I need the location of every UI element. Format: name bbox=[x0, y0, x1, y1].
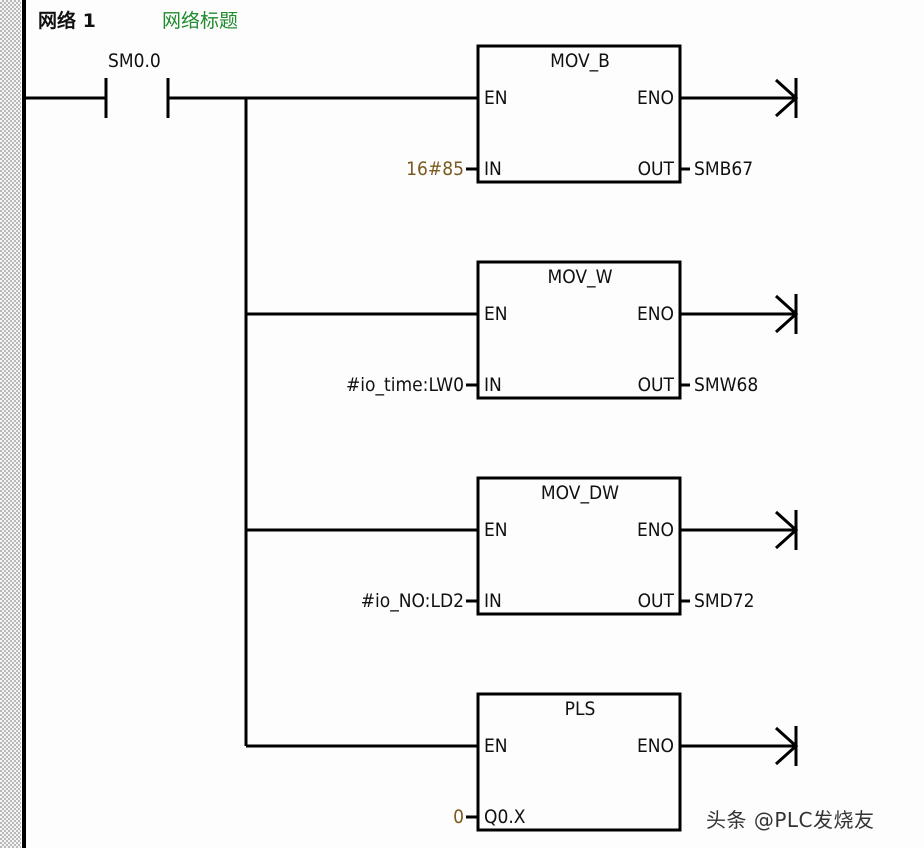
out-label: OUT bbox=[637, 158, 674, 180]
eno-label: ENO bbox=[636, 303, 674, 325]
in-operand[interactable]: #io_time:LW0 bbox=[345, 374, 464, 396]
output-arrow-icon-3 bbox=[774, 510, 799, 550]
eno-label: ENO bbox=[636, 735, 674, 757]
in-label: IN bbox=[484, 590, 502, 612]
output-arrow-icon-2 bbox=[774, 294, 799, 334]
power-rail bbox=[22, 0, 26, 848]
editor-gutter bbox=[0, 0, 21, 848]
contact-address[interactable]: SM0.0 bbox=[108, 50, 161, 72]
en-label: EN bbox=[484, 735, 508, 757]
block-pls[interactable] bbox=[476, 692, 682, 832]
block-name: MOV_W bbox=[547, 266, 613, 288]
en-label: EN bbox=[484, 87, 508, 109]
out-operand[interactable]: SMD72 bbox=[694, 590, 755, 612]
watermark: 头条 @PLC发烧友 bbox=[706, 808, 875, 832]
block-name: MOV_DW bbox=[540, 482, 620, 504]
in-operand[interactable]: 0 bbox=[453, 806, 464, 828]
out-label: OUT bbox=[637, 374, 674, 396]
network-title[interactable]: 网络 1 bbox=[38, 10, 96, 32]
in-label: IN bbox=[484, 158, 502, 180]
en-label: EN bbox=[484, 519, 508, 541]
out-operand[interactable]: SMB67 bbox=[694, 158, 754, 180]
block-name: MOV_B bbox=[550, 50, 610, 72]
in-operand[interactable]: #io_NO:LD2 bbox=[360, 590, 464, 612]
contact-sm0-0[interactable] bbox=[104, 78, 170, 118]
in-operand[interactable]: 16#85 bbox=[406, 158, 464, 180]
block-mov-w[interactable] bbox=[476, 260, 682, 400]
block-mov-dw[interactable] bbox=[476, 476, 682, 616]
out-operand[interactable]: SMW68 bbox=[694, 374, 759, 396]
in-label: IN bbox=[484, 374, 502, 396]
block-mov-b[interactable] bbox=[476, 44, 682, 184]
output-arrow-icon-1 bbox=[774, 78, 799, 118]
output-arrow-icon-4 bbox=[774, 726, 799, 766]
block-name: PLS bbox=[564, 698, 596, 720]
out-label: OUT bbox=[637, 590, 674, 612]
eno-label: ENO bbox=[636, 87, 674, 109]
network-comment[interactable]: 网络标题 bbox=[162, 10, 239, 32]
eno-label: ENO bbox=[636, 519, 674, 541]
in-label: Q0.X bbox=[484, 806, 526, 828]
en-label: EN bbox=[484, 303, 508, 325]
